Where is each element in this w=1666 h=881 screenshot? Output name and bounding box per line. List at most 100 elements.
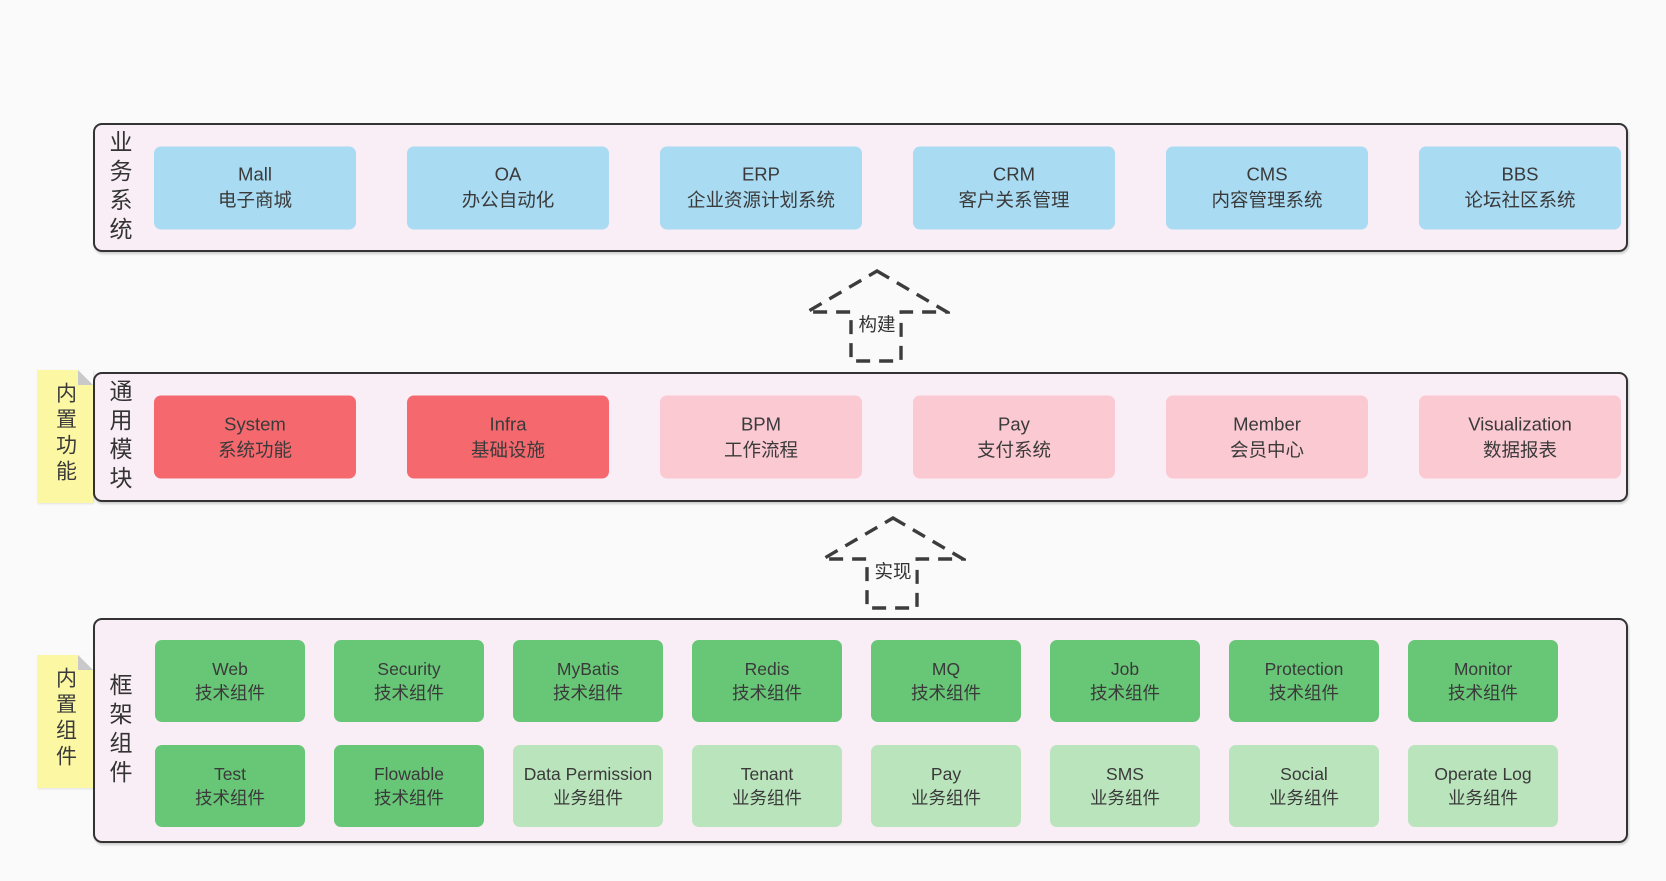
box-subtitle: 技术组件 (195, 683, 265, 703)
box-title: Pay (930, 763, 962, 784)
business-systems-row: Mall 电子商城 OA 办公自动化 ERP 企业资源计划系统 CRM 客户关系… (154, 146, 1621, 229)
box-subtitle: 业务组件 (911, 788, 981, 808)
up-arrow-icon (804, 269, 950, 363)
box-subtitle: 业务组件 (1269, 788, 1339, 808)
box-pay: Pay 支付系统 (913, 395, 1115, 479)
box-subtitle: 办公自动化 (461, 189, 555, 211)
box-title: CMS (1246, 163, 1288, 185)
box-subtitle: 数据报表 (1482, 439, 1557, 460)
box-subtitle: 工作流程 (723, 439, 798, 460)
box-data-permission: Data Permission 业务组件 (513, 745, 663, 827)
box-title: System (224, 413, 286, 435)
box-subtitle: 技术组件 (911, 683, 981, 703)
box-subtitle: 系统功能 (217, 439, 292, 460)
box-title: Protection (1264, 658, 1344, 679)
box-oa: OA 办公自动化 (407, 146, 609, 229)
box-job: Job 技术组件 (1050, 640, 1200, 722)
box-protection: Protection 技术组件 (1229, 640, 1379, 722)
box-subtitle: 技术组件 (1090, 683, 1160, 703)
box-subtitle: 技术组件 (1448, 683, 1518, 703)
box-crm: CRM 客户关系管理 (913, 146, 1115, 229)
box-test: Test 技术组件 (155, 745, 305, 827)
arrow-implement: 实现 (820, 515, 966, 611)
box-subtitle: 电子商城 (217, 189, 292, 211)
box-operate-log: Operate Log 业务组件 (1408, 745, 1558, 827)
box-cms: CMS 内容管理系统 (1166, 146, 1368, 229)
box-mall: Mall 电子商城 (154, 146, 356, 229)
common-modules-row: System 系统功能 Infra 基础设施 BPM 工作流程 Pay 支付系统… (154, 395, 1621, 479)
box-subtitle: 业务组件 (1090, 788, 1160, 808)
box-subtitle: 技术组件 (732, 683, 802, 703)
box-title: Security (377, 658, 441, 679)
tech-components-row: Web 技术组件 Security 技术组件 MyBatis 技术组件 Redi… (155, 640, 1558, 722)
box-title: CRM (992, 163, 1036, 185)
box-title: Mall (238, 163, 272, 185)
box-monitor: Monitor 技术组件 (1408, 640, 1558, 722)
box-title: BPM (740, 413, 782, 435)
sticky-note-text: 内置功能 (53, 382, 77, 486)
box-subtitle: 论坛社区系统 (1464, 189, 1576, 211)
box-subtitle: 技术组件 (553, 683, 623, 703)
box-title: Infra (489, 413, 527, 435)
layer-common-modules: 通用模块 System 系统功能 Infra 基础设施 BPM 工作流程 Pay… (93, 372, 1628, 502)
box-subtitle: 业务组件 (732, 788, 802, 808)
box-subtitle: 客户关系管理 (958, 189, 1070, 211)
box-subtitle: 技术组件 (374, 683, 444, 703)
box-title: Operate Log (1434, 763, 1532, 784)
layer-label-common-modules: 通用模块 (106, 379, 132, 495)
box-subtitle: 业务组件 (553, 788, 623, 808)
box-subtitle: 基础设施 (470, 439, 545, 460)
box-title: Social (1280, 763, 1328, 784)
box-title: Web (212, 658, 248, 679)
box-title: Visualization (1468, 413, 1572, 435)
box-title: SMS (1106, 763, 1144, 784)
box-title: Member (1233, 413, 1301, 435)
business-components-row: Test 技术组件 Flowable 技术组件 Data Permission … (155, 745, 1558, 827)
layer-business-systems: 业务系统 Mall 电子商城 OA 办公自动化 ERP 企业资源计划系统 CRM… (93, 123, 1628, 252)
sticky-note-builtin-features: 内置功能 (37, 370, 93, 503)
box-social: Social 业务组件 (1229, 745, 1379, 827)
box-title: Redis (744, 658, 790, 679)
box-subtitle: 业务组件 (1448, 788, 1518, 808)
folded-corner-icon (78, 370, 93, 385)
box-bbs: BBS 论坛社区系统 (1419, 146, 1621, 229)
box-redis: Redis 技术组件 (692, 640, 842, 722)
box-web: Web 技术组件 (155, 640, 305, 722)
layer-label-business-systems: 业务系统 (106, 129, 132, 246)
box-title: BBS (1501, 163, 1539, 185)
box-mybatis: MyBatis 技术组件 (513, 640, 663, 722)
box-title: MyBatis (556, 658, 620, 679)
box-title: Test (213, 763, 247, 784)
framework-components-rows: Web 技术组件 Security 技术组件 MyBatis 技术组件 Redi… (155, 640, 1558, 827)
box-bpm: BPM 工作流程 (660, 395, 862, 479)
sticky-note-text: 内置组件 (53, 667, 77, 771)
box-subtitle: 技术组件 (195, 788, 265, 808)
box-title: Data Permission (523, 763, 653, 784)
box-mq: MQ 技术组件 (871, 640, 1021, 722)
up-arrow-icon (820, 516, 966, 610)
box-pay-business: Pay 业务组件 (871, 745, 1021, 827)
arrow-implement-label: 实现 (870, 557, 916, 585)
sticky-note-builtin-components: 内置组件 (37, 655, 93, 788)
arrow-build-label: 构建 (854, 310, 900, 338)
box-subtitle: 技术组件 (1269, 683, 1339, 703)
arrow-build: 构建 (804, 268, 950, 364)
box-tenant: Tenant 业务组件 (692, 745, 842, 827)
box-title: Monitor (1453, 658, 1513, 679)
box-infra: Infra 基础设施 (407, 395, 609, 479)
layer-framework-components: 框架组件 Web 技术组件 Security 技术组件 MyBatis 技术组件… (93, 618, 1628, 843)
box-title: Tenant (740, 763, 794, 784)
box-title: Job (1110, 658, 1140, 679)
box-subtitle: 会员中心 (1229, 439, 1304, 460)
box-title: ERP (741, 163, 781, 185)
box-title: Pay (998, 413, 1030, 435)
box-title: OA (494, 163, 522, 185)
box-erp: ERP 企业资源计划系统 (660, 146, 862, 229)
box-system: System 系统功能 (154, 395, 356, 479)
box-subtitle: 技术组件 (374, 788, 444, 808)
box-member: Member 会员中心 (1166, 395, 1368, 479)
folded-corner-icon (78, 655, 93, 670)
box-subtitle: 企业资源计划系统 (686, 189, 835, 211)
box-security: Security 技术组件 (334, 640, 484, 722)
box-visualization: Visualization 数据报表 (1419, 395, 1621, 479)
